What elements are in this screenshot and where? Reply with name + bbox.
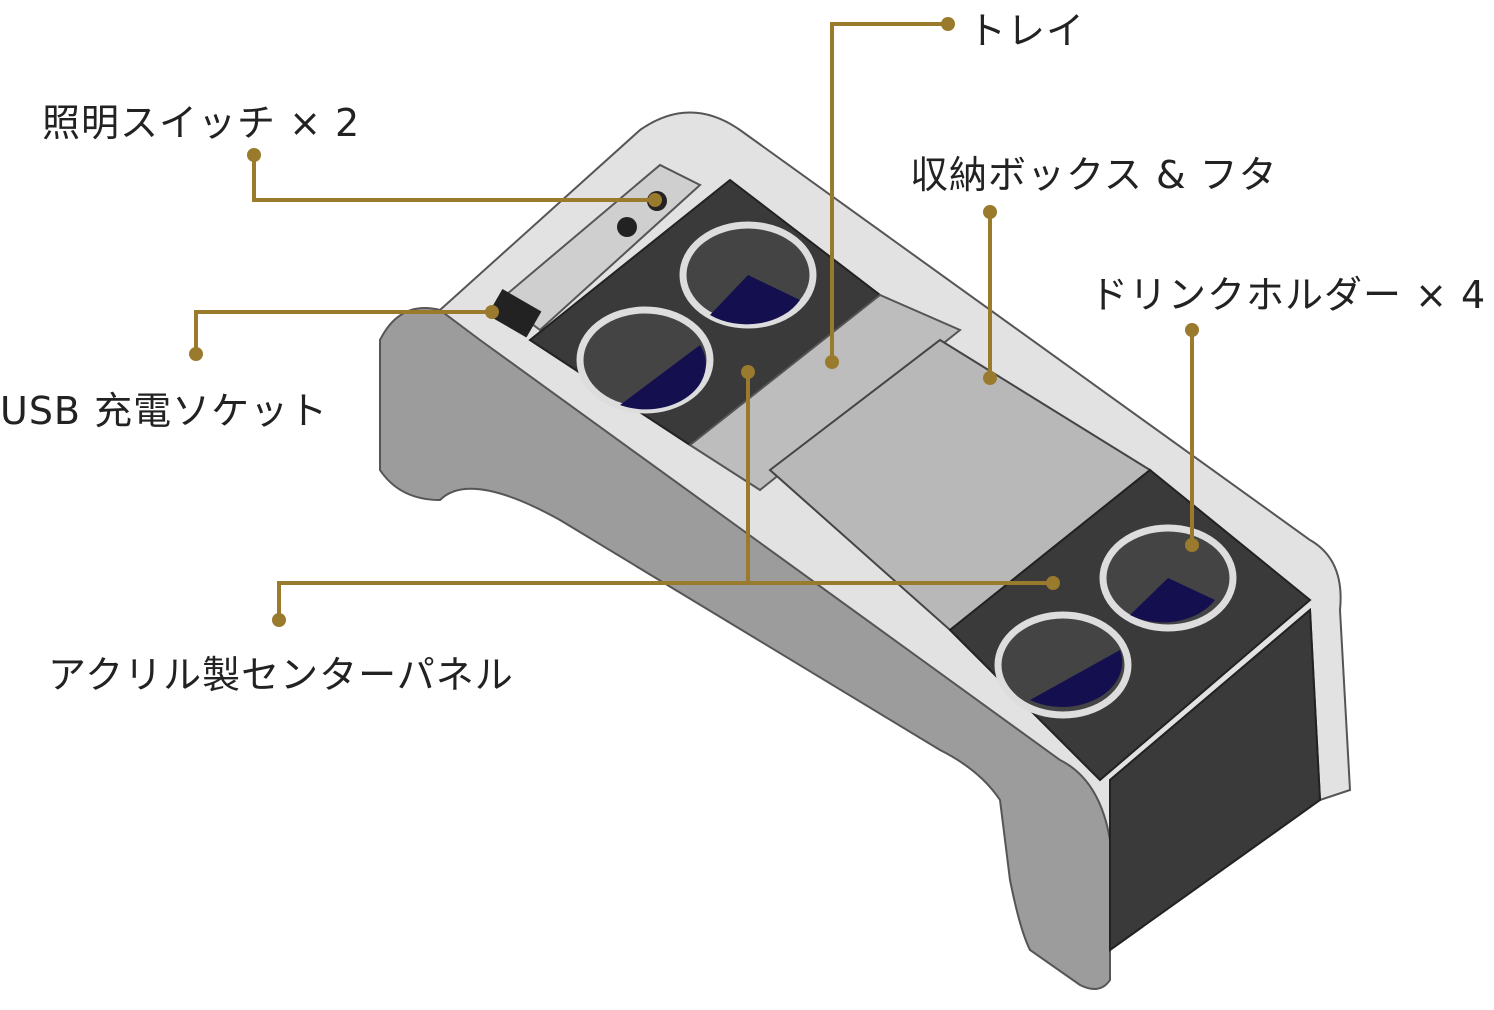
drink-holder bbox=[994, 611, 1132, 719]
light-switch bbox=[617, 217, 637, 237]
drink-holder bbox=[576, 306, 714, 414]
callout-dots bbox=[189, 17, 1199, 627]
label-acrylic-panel: アクリル製センターパネル bbox=[48, 653, 514, 697]
console-front-face bbox=[1109, 607, 1322, 952]
callout-lines bbox=[194, 22, 1194, 620]
label-storage-box: 収納ボックス & フタ bbox=[910, 153, 1278, 197]
usb-socket bbox=[487, 289, 542, 338]
tray bbox=[688, 293, 962, 492]
label-usb-socket: USB 充電ソケット bbox=[0, 389, 329, 433]
label-tray: トレイ bbox=[968, 9, 1086, 53]
drink-holder bbox=[679, 221, 817, 329]
label-drink-holder: ドリンクホルダー × 4 bbox=[1090, 273, 1487, 317]
drink-holder bbox=[1099, 524, 1237, 632]
label-light-switch: 照明スイッチ × 2 bbox=[42, 101, 361, 145]
